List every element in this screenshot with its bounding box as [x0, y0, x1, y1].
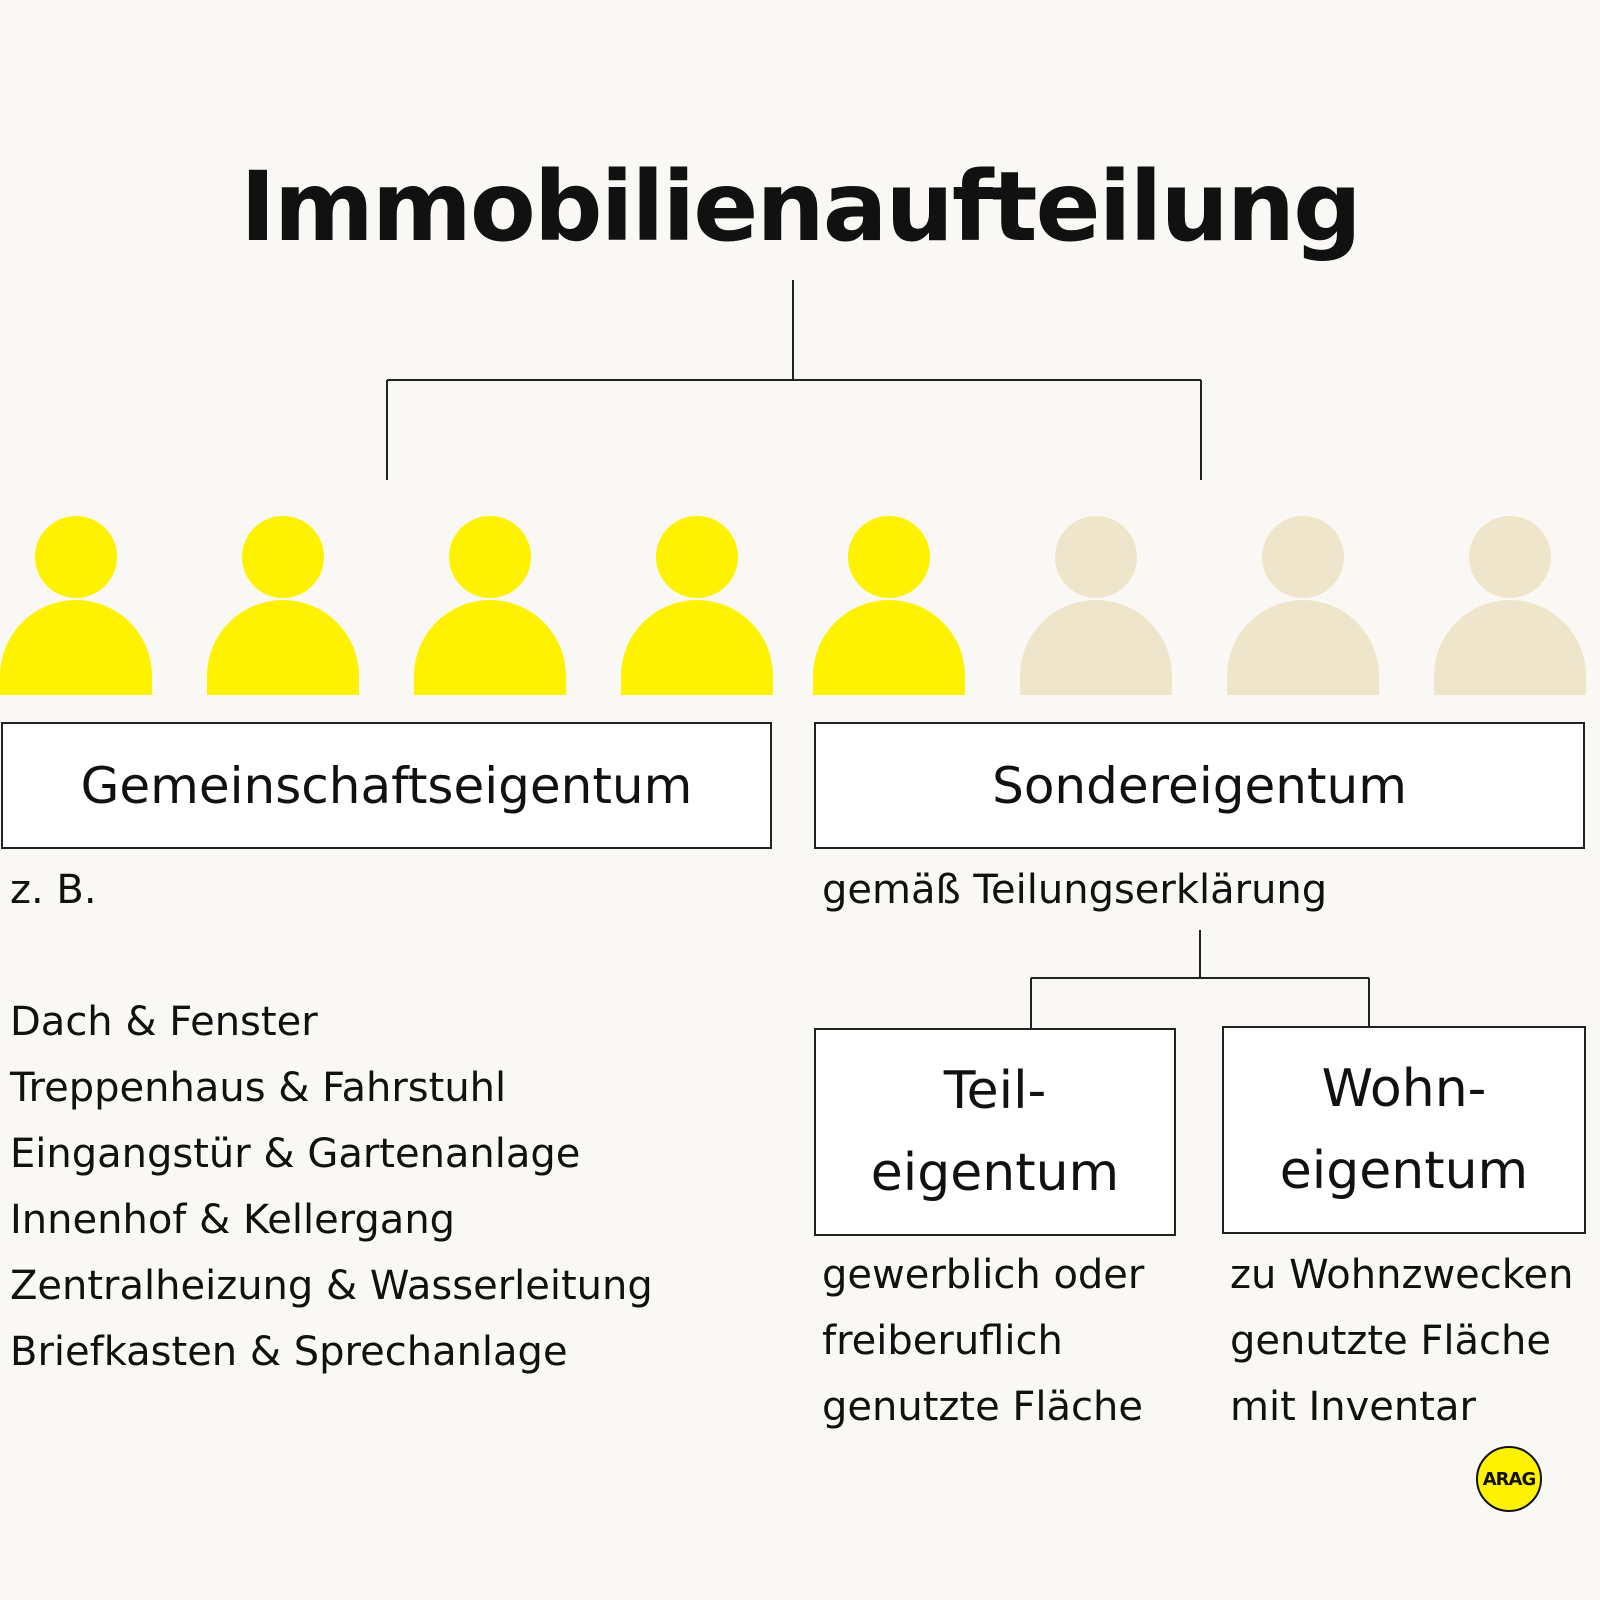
wohneigentum-description: zu Wohnzwecken genutzte Fläche mit Inven… [1230, 1242, 1573, 1440]
list-item: Treppenhaus & Fahrstuhl [10, 1065, 507, 1111]
list-item: Zentralheizung & Wasserleitung [10, 1263, 653, 1309]
arag-logo: ARAG [1476, 1446, 1542, 1512]
person-icon [1227, 516, 1379, 695]
description-line: mit Inventar [1230, 1384, 1476, 1430]
description-line: gewerblich oder [822, 1252, 1145, 1298]
description-line: genutzte Fläche [1230, 1318, 1551, 1364]
sonder-note: gemäß Teilungserklärung [822, 867, 1328, 913]
list-item: Innenhof & Kellergang [10, 1197, 456, 1243]
sondereigentum-label: Sondereigentum [992, 756, 1407, 815]
description-line: freiberuflich [822, 1318, 1063, 1364]
description-line: genutzte Fläche [822, 1384, 1143, 1430]
person-icon [0, 516, 152, 695]
teileigentum-box: Teil- eigentum [814, 1028, 1176, 1236]
person-icon [621, 516, 773, 695]
wohneigentum-label-line2: eigentum [1279, 1141, 1529, 1201]
wohneigentum-label-line1: Wohn- [1321, 1059, 1487, 1119]
sondereigentum-box: Sondereigentum [814, 722, 1585, 849]
list-item: Eingangstür & Gartenanlage [10, 1131, 581, 1177]
list-item: Briefkasten & Sprechanlage [10, 1329, 568, 1375]
teileigentum-label-line2: eigentum [870, 1143, 1120, 1203]
wohneigentum-box: Wohn- eigentum [1222, 1026, 1586, 1234]
teileigentum-label-line1: Teil- [943, 1061, 1047, 1121]
teileigentum-description: gewerblich oder freiberuflich genutzte F… [822, 1242, 1144, 1440]
person-icon [414, 516, 566, 695]
person-icon [1020, 516, 1172, 695]
gemeinschaftseigentum-label: Gemeinschaftseigentum [80, 756, 693, 815]
person-icon [1434, 516, 1586, 695]
page-title: Immobilienaufteilung [240, 151, 1362, 263]
list-item: Dach & Fenster [10, 999, 318, 1045]
gemeinschaftseigentum-box: Gemeinschaftseigentum [1, 722, 772, 849]
example-intro: z. B. [10, 867, 97, 913]
person-icon [813, 516, 965, 695]
person-icon [207, 516, 359, 695]
common-property-list: Dach & Fenster Treppenhaus & Fahrstuhl E… [10, 989, 653, 1385]
description-line: zu Wohnzwecken [1230, 1252, 1574, 1298]
